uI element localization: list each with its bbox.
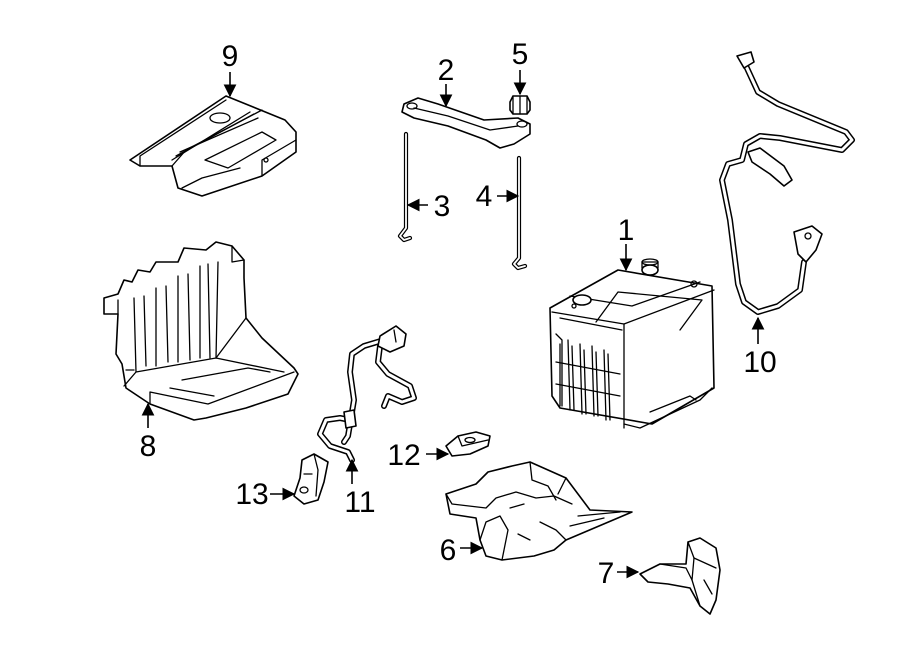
callout-2: 2	[438, 54, 455, 87]
part-4-hold-down-rod[interactable]	[511, 155, 528, 271]
callout-12: 12	[387, 439, 420, 472]
callout-10: 10	[743, 346, 776, 379]
part-8-battery-tray[interactable]	[103, 241, 299, 421]
callout-6: 6	[440, 534, 457, 567]
part-6-air-duct[interactable]	[445, 461, 633, 561]
part-3-hold-down-rod[interactable]	[397, 131, 413, 243]
callout-7: 7	[598, 557, 615, 590]
callout-3: 3	[434, 190, 451, 223]
part-12-connector[interactable]	[445, 431, 491, 457]
callout-labels: 1 2 3 4 5 6 7 8 9 10 11 12 13	[140, 38, 777, 590]
part-10-battery-cable[interactable]	[719, 51, 855, 315]
callout-13: 13	[235, 478, 268, 511]
callout-1: 1	[618, 214, 635, 247]
callout-11: 11	[344, 486, 375, 519]
callout-8: 8	[140, 430, 157, 463]
part-9-battery-cover[interactable]	[129, 95, 297, 197]
part-5-nut[interactable]	[509, 95, 531, 115]
leader-lines	[141, 70, 765, 579]
callout-5: 5	[512, 38, 529, 71]
callout-4: 4	[476, 180, 493, 213]
part-13-bracket[interactable]	[293, 453, 329, 505]
part-1-battery[interactable]	[549, 258, 715, 429]
callout-9: 9	[222, 40, 239, 73]
part-11-wiring-harness[interactable]	[317, 325, 417, 463]
part-7-duct-elbow[interactable]	[639, 537, 721, 615]
